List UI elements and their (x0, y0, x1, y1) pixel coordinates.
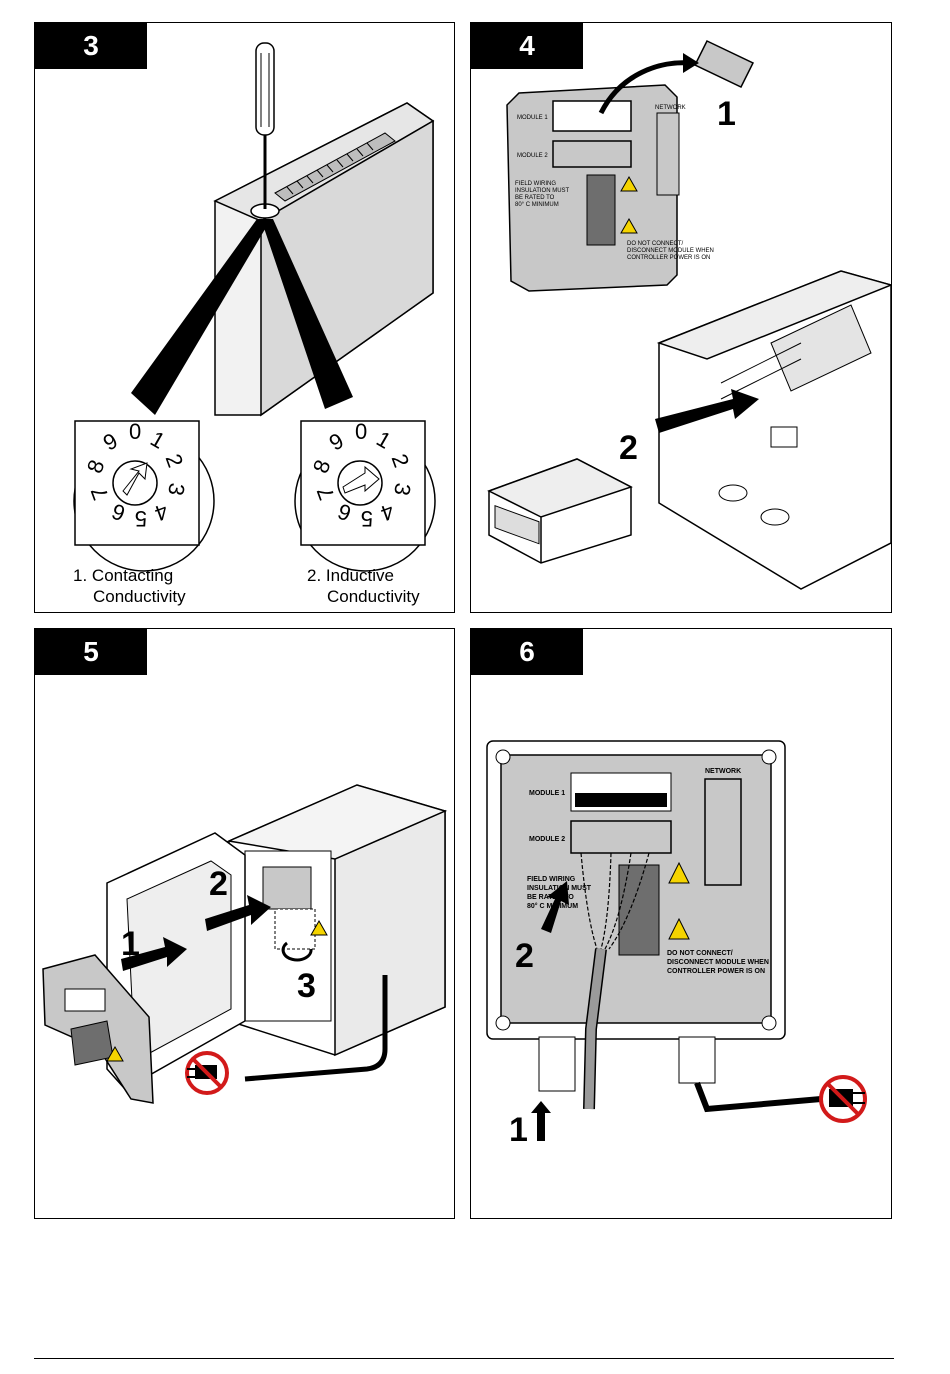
push-arrow-icon (541, 881, 569, 933)
field-wiring-label: INSULATION MUST (515, 188, 570, 194)
caption-line: Contacting (91, 566, 174, 585)
lift-arrow-icon (598, 60, 690, 115)
insert-arrow-icon (121, 937, 187, 971)
caption-line: Conductivity (327, 587, 420, 606)
controller-enclosure-open (486, 740, 786, 1040)
warning-label: DO NOT CONNECT/ (667, 950, 733, 957)
rotate-arrow-icon (281, 941, 313, 962)
callout-number: 2 (619, 429, 638, 467)
module-cover-diagram (506, 84, 680, 292)
no-power-plug-icon (819, 1075, 867, 1123)
svg-text:0: 0 (355, 419, 367, 444)
field-wiring-label: FIELD WIRING (515, 181, 556, 187)
step-number: 4 (471, 23, 583, 69)
step-6-illustration: MODULE 1 MODULE 2 NETWORK FIELD WIRING I… (486, 740, 867, 1149)
module2-label: MODULE 2 (529, 836, 565, 843)
caption-line: Conductivity (93, 587, 186, 606)
caption-number: 1. (73, 566, 88, 585)
warning-label: CONTROLLER POWER IS ON (667, 968, 765, 975)
controller-enclosure (226, 784, 448, 1057)
warning-label: DISCONNECT MODULE WHEN (627, 248, 714, 254)
step-5-panel: 5 1 2 3 (34, 628, 455, 1219)
field-wires (580, 852, 650, 950)
power-cord (244, 975, 388, 1082)
callout-number: 2 (515, 937, 534, 975)
module-cover (42, 954, 154, 1104)
footer-rule (34, 1358, 894, 1359)
callout-number: 1 (121, 925, 140, 963)
step-4-panel: 4 MODULE 1 MODULE 2 NETWORK FIELD WIRING… (470, 22, 892, 613)
callout-number: 1 (717, 95, 736, 133)
svg-text:5: 5 (361, 506, 373, 531)
step-number: 3 (35, 23, 147, 69)
insert-arrow-icon (655, 389, 759, 433)
insert-arrow-icon (205, 895, 271, 931)
module1-label: MODULE 1 (517, 115, 548, 121)
network-label: NETWORK (705, 768, 741, 775)
callout-number: 3 (297, 967, 316, 1005)
zoom-beam-left (131, 219, 271, 415)
caption-number: 2. (307, 566, 322, 585)
cable-gland (538, 1036, 716, 1092)
no-power-plug-icon (185, 1051, 229, 1095)
step-6-panel: 6 MODULE 1 MODULE 2 NETWORK FIELD WIRING… (470, 628, 892, 1219)
caption-inductive: 2. Inductive Conductivity (307, 565, 420, 607)
power-cord (694, 1081, 822, 1113)
warning-label: DO NOT CONNECT/ (627, 241, 684, 247)
caption-contacting: 1. Contacting Conductivity (73, 565, 186, 607)
push-arrow-icon (531, 1101, 551, 1141)
step-number: 6 (471, 629, 583, 675)
step-number: 5 (35, 629, 147, 675)
network-label: NETWORK (655, 105, 686, 111)
field-wiring-label: 80° C MINIMUM (515, 202, 559, 208)
module1-label: MODULE 1 (529, 790, 565, 797)
callout-number: 2 (209, 865, 228, 903)
measurement-module (487, 458, 633, 564)
step-5-illustration: 1 2 3 (42, 784, 448, 1104)
svg-text:5: 5 (135, 506, 147, 531)
warning-label: CONTROLLER POWER IS ON (627, 255, 710, 261)
field-wiring-label: FIELD WIRING (527, 876, 576, 883)
svg-text:0: 0 (129, 419, 141, 444)
caption-line: Inductive (325, 566, 394, 585)
module2-label: MODULE 2 (517, 153, 548, 159)
arrowhead-icon (683, 53, 699, 73)
svg-text:3: 3 (163, 481, 190, 497)
warning-label: DISCONNECT MODULE WHEN (667, 959, 769, 966)
zoom-beam-right (261, 219, 353, 409)
screwdriver-icon (255, 42, 275, 209)
step-4-illustration: MODULE 1 MODULE 2 NETWORK FIELD WIRING I… (487, 40, 891, 590)
callout-number: 1 (509, 1111, 528, 1149)
field-wiring-label: BE RATED TO (515, 195, 555, 201)
controller-enclosure (656, 270, 891, 590)
svg-text:3: 3 (389, 481, 416, 497)
step-3-panel: 3 (34, 22, 455, 613)
removed-plate-icon (693, 40, 755, 88)
